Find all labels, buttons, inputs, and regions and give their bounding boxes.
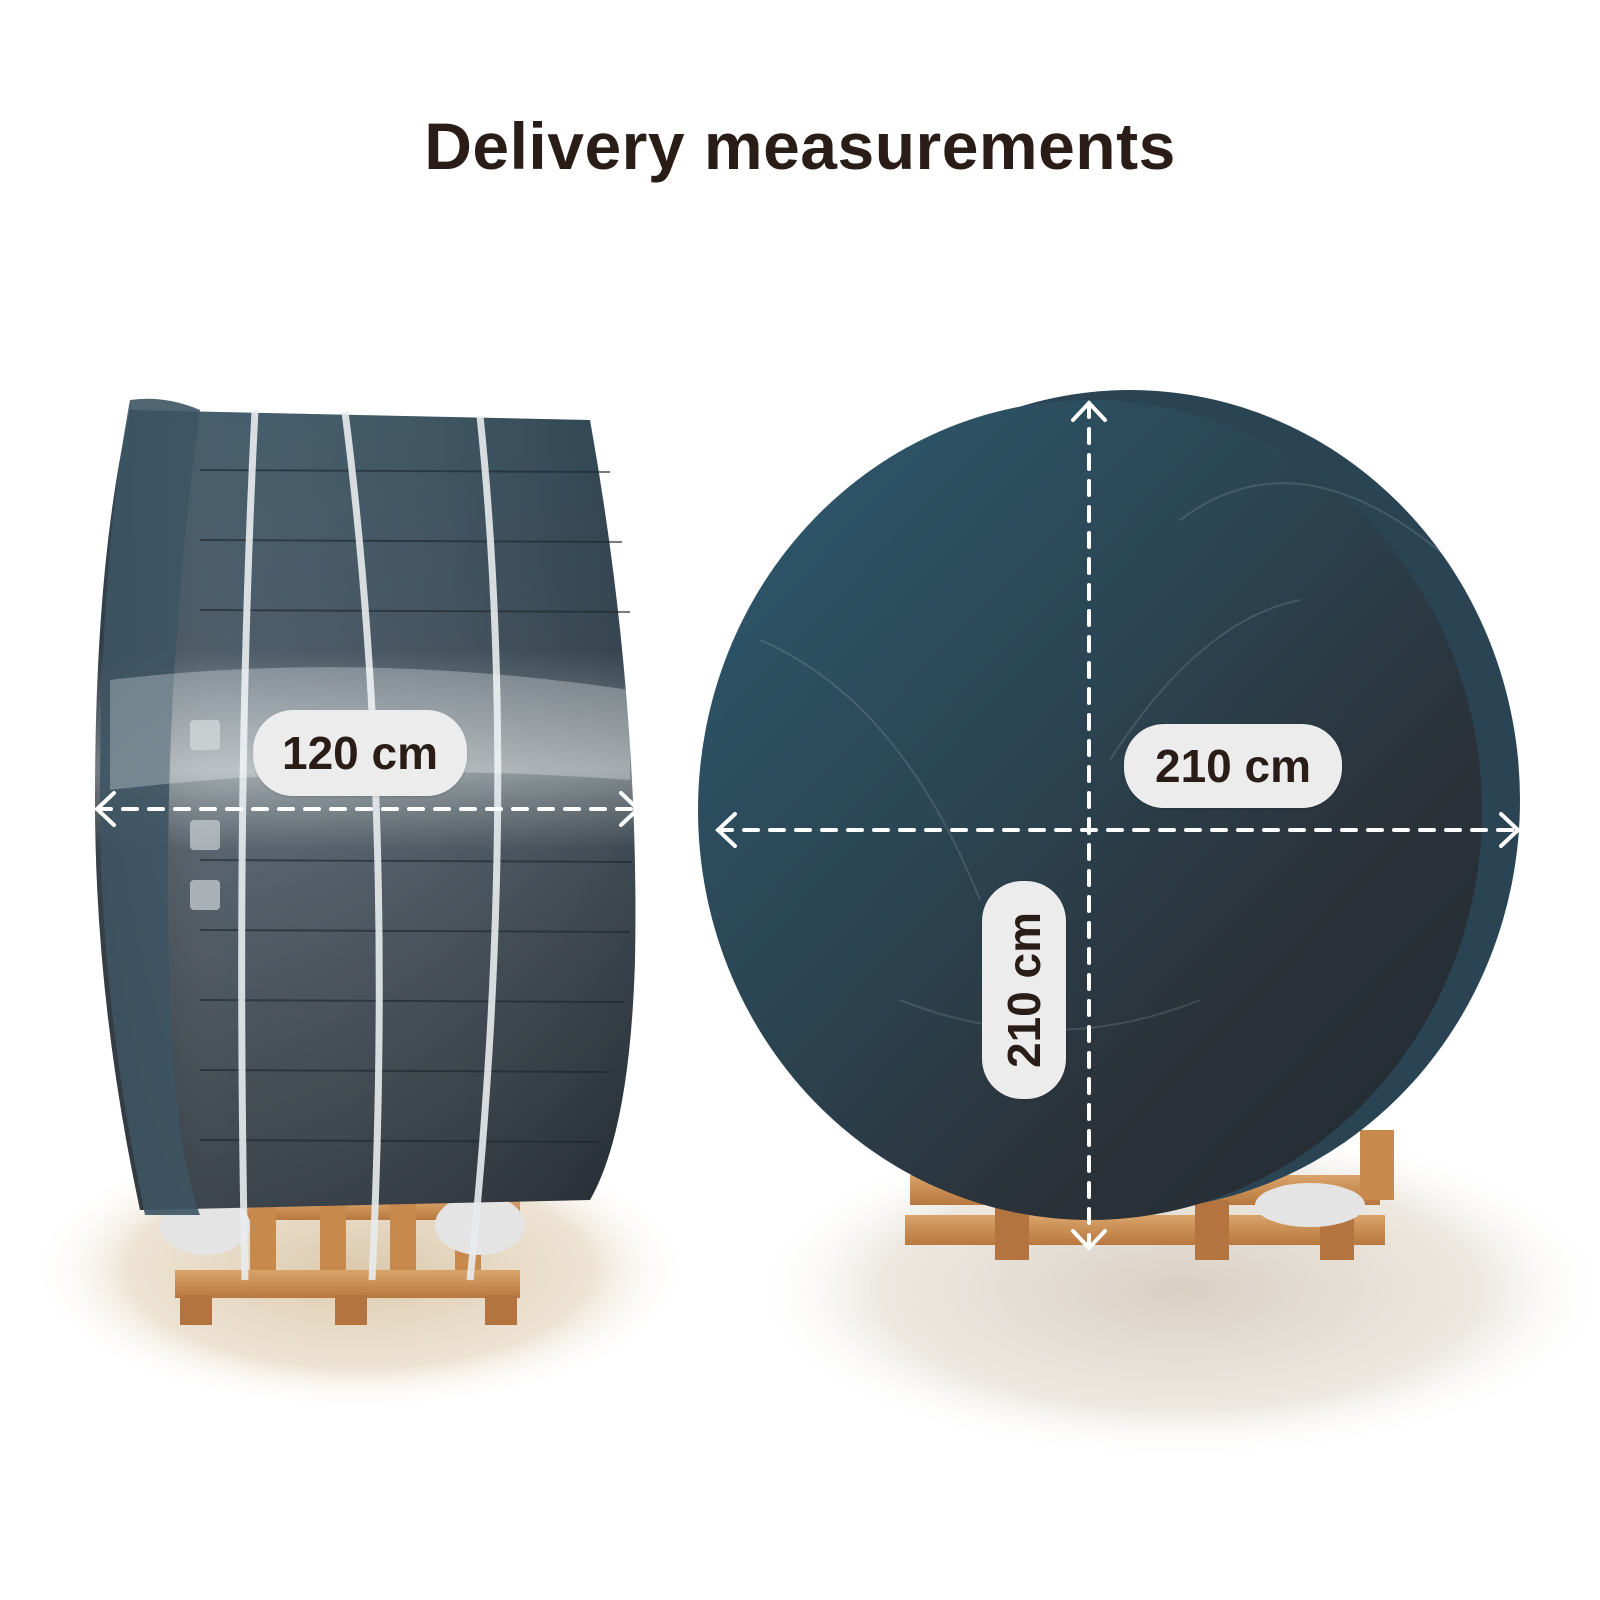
depth-label: 120 cm [253, 710, 467, 796]
tub-front-view [698, 390, 1520, 1260]
width-label: 210 cm [1124, 724, 1342, 808]
width-dimension-line [715, 812, 1521, 848]
tub-fittings [190, 720, 220, 910]
tub-side-view [95, 398, 636, 1325]
pallet-left [160, 1195, 525, 1325]
height-label: 210 cm [982, 881, 1066, 1099]
depth-dimension-line [94, 791, 641, 827]
height-dimension-line [1071, 400, 1107, 1251]
ground-shadow-right [750, 1120, 1600, 1460]
page-title: Delivery measurements [424, 109, 1176, 183]
